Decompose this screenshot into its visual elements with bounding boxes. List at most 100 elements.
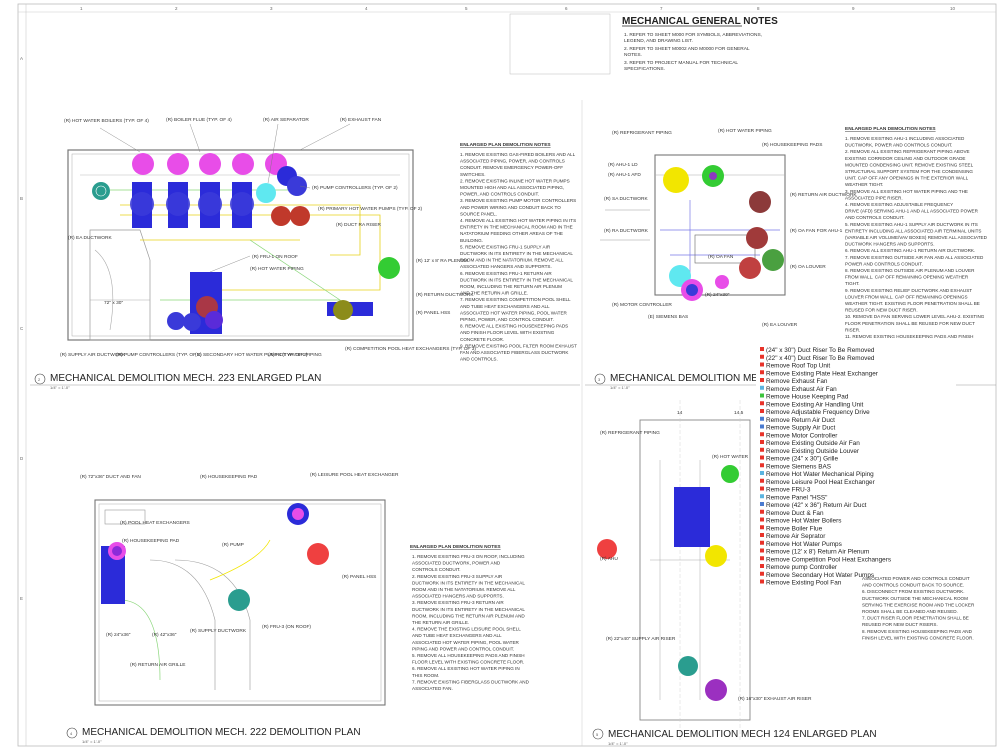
label-fru3: (R) FRU-3 (ON ROOF)	[262, 624, 311, 630]
legend-swatch	[760, 416, 764, 421]
demo-note-223-line: ASSOCIATED HOT WATER PIPING, POOL WATER	[460, 310, 568, 315]
room-outline-ahu	[654, 154, 786, 296]
demo-note-right-line: 7. REMOVE EXISTING OUTSIDE AIR FAN AND A…	[845, 255, 984, 260]
pool-hx-marker-2	[112, 546, 122, 556]
pump-controller-marker	[167, 312, 185, 330]
demo-note-right-line: 1. REMOVE EXISTING AHU-1 INCLUDING ASSOC…	[845, 136, 965, 141]
demo-note-222-line: PIPING AND POWER AND CONTROL CONDUIT.	[412, 646, 514, 651]
legend-item: Remove Exhaust Fan	[766, 378, 828, 385]
legend-swatch	[760, 347, 764, 351]
demo-note-right-line: (VARIABLE AIR VOLUME/VAV BOXES) REMOVE A…	[845, 235, 988, 240]
plan-223: (R) HOT WATER BOILERS (TYP. OF 4) (R) BO…	[34, 117, 476, 390]
supply-riser-marker	[678, 656, 698, 676]
room-outline-222	[94, 499, 386, 706]
demo-note-222-line: 5. REMOVE ALL HOUSEKEEPING PADS AND FINI…	[412, 653, 525, 658]
demo-note-223-line: 4. REMOVE ALL EXISTING HOT WATER PIPING …	[460, 218, 576, 223]
demo-note-223-line: AND TUBE HEAT EXCHANGERS AND ALL	[460, 304, 550, 309]
oa-fan-2-marker	[739, 257, 761, 279]
label-siemens: (E) SIEMENS BAS	[648, 314, 688, 320]
label-ra-ductwork: (R) RA DUCTWORK	[604, 228, 649, 234]
label-refrigerant: (R) REFRIGERANT PIPING	[612, 130, 672, 136]
supply-duct-outline	[89, 229, 151, 341]
label-return-air: (R) RETURN AIR DUCTWORK	[790, 192, 857, 198]
plan-scale-right: 1/4" = 1'-0"	[610, 385, 630, 390]
plan-title-222: MECHANICAL DEMOLITION MECH. 222 DEMOLITI…	[82, 727, 361, 738]
label-secondary-pumps: (R) SECONDARY HOT WATER PUMPS (TYP. OF 2…	[195, 352, 308, 358]
legend-item: Remove Air Seprator	[766, 533, 826, 540]
label-hk-pad: (R) HOUSEKEEPING PAD	[200, 474, 258, 480]
demo-note-right-line: DRIVE (AFD) SERVING AHU-1 AND ALL ASSOCI…	[845, 209, 979, 214]
demo-note-right-line: UNIT. CAP OFF ANY OPENINGS IN THE EXTERI…	[845, 176, 969, 181]
demo-note-222-line: FLOOR LEVEL WITH EXISTING CONCRETE FLOOR…	[412, 660, 524, 665]
legend-swatch	[760, 486, 764, 491]
plan-title-right: MECHANICAL DEMOLITION MECH	[610, 373, 772, 384]
grid-col-9: 9	[852, 6, 855, 11]
demo-note-223-line: 3. REMOVE EXISTING PUMP MOTOR CONTROLLER…	[460, 198, 576, 203]
grid-row-a: A	[20, 56, 23, 61]
boiler-flue-marker	[232, 153, 254, 175]
legend-item: Remove Siemens BAS	[766, 463, 831, 470]
demo-note-222-line: 2. REMOVE EXISTING FRU-3 SUPPLY AIR	[412, 574, 503, 579]
demo-note-222-line: ASSOCIATED DUCTWORK, POWER AND	[412, 561, 501, 566]
plan-222: (R) 72"x36" DUCT AND FAN (R) HOUSEKEEPIN…	[66, 472, 399, 744]
general-note-line: 1. REFER TO SHEET M000 FOR SYMBOLS, ABBR…	[624, 32, 762, 38]
fru3-marker	[228, 589, 250, 611]
boiler-marker	[230, 192, 254, 216]
demo-note-222-line: ASSOCIATED HOT WATER PIPING, POOL WATER	[412, 640, 520, 645]
boiler-flue-marker	[167, 153, 189, 175]
legend-swatch	[760, 494, 764, 499]
legend-swatch	[760, 370, 764, 375]
demo-note-222-line: ASSOCIATED FAN.	[412, 686, 453, 691]
demo-note-right-line: REUSED FOR NEW DUCT RISER.	[845, 308, 918, 313]
legend: (24" x 30") Duct Riser To Be Removed(22"…	[756, 345, 956, 590]
secondary-pump-marker	[205, 311, 223, 329]
legend-item: Remove Hot Water Boilers	[766, 518, 841, 525]
label-duct-and-fan: (R) 72"x36" DUCT AND FAN	[80, 474, 141, 480]
demo-note-223-line: 7. REMOVE EXISTING COMPETITION POOL SHEL…	[460, 297, 571, 302]
demo-note-223-line: 1. REMOVE EXISTING GAS-FIRED BOILERS AND…	[460, 152, 576, 157]
legend-item: Remove Leisure Pool Heat Exchanger	[766, 479, 876, 486]
label-dim-24x30: (R) 24"x30"	[705, 292, 730, 298]
legend-item: Remove Boiler Flue	[766, 525, 823, 532]
demo-note-223-line: 2. REMOVE EXISTING INLINE HOT WATER PUMP…	[460, 178, 570, 183]
demo-note-222-line: 7. REMOVE EXISTING FIBERGLASS DUCTWORK A…	[412, 679, 530, 684]
label-oa-louver: (R) OA LOUVER	[790, 264, 826, 270]
grid-col-7: 7	[660, 6, 663, 11]
grid-col-labels: 1 2 3 4 5 6 7 8 9 10	[80, 6, 956, 11]
demo-note-223-line: AND FINISH FLOOR LEVEL WITH EXISTING	[460, 330, 555, 335]
panel-hss-marker-222	[307, 543, 329, 565]
oa-fan-marker	[746, 227, 768, 249]
grid-row-d: D	[20, 456, 24, 461]
grid-row-c: C	[20, 326, 24, 331]
ahu-unit-124	[674, 487, 710, 547]
legend-item: Remove Duct & Fan	[766, 510, 824, 517]
air-separator-marker	[256, 183, 276, 203]
label-fru1: (R) FRU-1 ON ROOF	[252, 254, 298, 260]
siemens-marker-2	[686, 284, 698, 296]
label-pump-controllers-l: (R) PUMP CONTROLLERS (TYP. OF 2)	[116, 352, 202, 358]
label-primary-pumps: (R) PRIMARY HOT WATER PUMPS (TYP. OF 2)	[318, 206, 423, 212]
room-outline-223	[67, 149, 414, 341]
general-note-line: 3. REFER TO PROJECT MANUAL FOR TECHNICAL	[624, 60, 738, 66]
demo-note-223-line: 5. REMOVE EXISTING FRU-1 SUPPLY AIR	[460, 244, 551, 249]
plan-number-bubble	[34, 373, 46, 385]
title-block-frame	[509, 13, 611, 75]
legend-swatch	[760, 424, 764, 429]
demo-note-223-line: MOUNTED HIGH AND ALL ASSOCIATED PIPING,	[460, 185, 564, 190]
label-exhaust-fan: (R) EXHAUST FAN	[340, 117, 382, 123]
demo-note-right-line: 6. REMOVE ALL EXISTING AHU-1 RETURN AIR …	[845, 248, 975, 253]
grid-row-b: B	[20, 196, 23, 201]
demo-note-right-line: 4. REMOVE EXISTING ADJUSTABLE FREQUENCY	[845, 202, 953, 207]
demo-note-223-line: AND THE RETURN AIR GRILLE.	[460, 291, 528, 296]
grid-col-6: 6	[565, 6, 568, 11]
legend-item: Remove Hot Water Pumps	[766, 541, 842, 548]
room-outline-124	[639, 419, 751, 721]
fru3-duct	[104, 509, 146, 525]
demo-note-223-line: CONDUIT. REMOVE EMERGENCY POWER-OFF	[460, 165, 563, 170]
demo-notes-223: ENLARGED PLAN DEMOLITION NOTES	[460, 142, 551, 148]
label-hw-piping-2: (R) HOT WATER PIPING	[268, 352, 322, 358]
plan-title-223: MECHANICAL DEMOLITION MECH. 223 ENLARGED…	[50, 373, 321, 384]
demo-note-223-line: ASSOCIATED HANGERS AND SUPPORTS.	[460, 264, 552, 269]
legend-item: Remove Competition Pool Heat Exchangers	[766, 556, 891, 563]
label-ra-plenum: (R) 12' x 8' RA PLENUM	[416, 258, 468, 264]
